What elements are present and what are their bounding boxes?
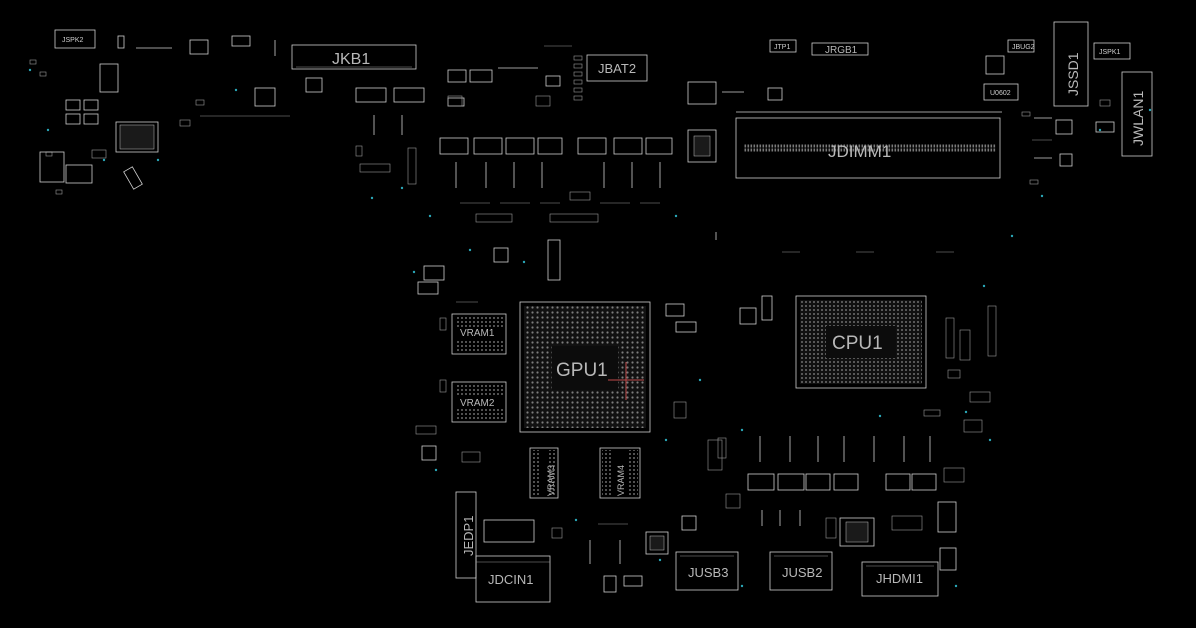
cpu1-chip: CPU1 — [795, 295, 927, 389]
vram4-label: VRAM4 — [616, 465, 626, 496]
vram3-chip: VRAM3 — [529, 447, 559, 499]
vram3-label: VRAM3 — [546, 465, 556, 496]
lower-left-parts — [483, 519, 643, 593]
jedp1-connector: JEDP1 — [455, 491, 477, 579]
via-dots — [28, 68, 1152, 588]
lower-choke-row — [707, 436, 965, 509]
jusb3-label: JUSB3 — [688, 565, 728, 580]
gpu-left-cluster — [415, 239, 561, 463]
gpu1-chip: GPU1 — [519, 301, 651, 433]
jkb1-connector: JKB1 — [291, 44, 417, 70]
upper-right-cluster: JBUG2 U0602 JSSD1 JSPK1 JWLAN1 — [983, 21, 1153, 185]
jbug2-label: JBUG2 — [1012, 44, 1035, 51]
jkb1-label: JKB1 — [332, 51, 370, 68]
top-left-cluster: JSPK2 — [29, 29, 323, 195]
jssd1-label: JSSD1 — [1065, 52, 1081, 96]
upper-choke-row — [439, 95, 673, 223]
jdimm1-slot: JDIMM1 — [735, 117, 1001, 179]
vram2-label: VRAM2 — [460, 398, 495, 409]
jspk1-label: JSPK1 — [1099, 49, 1121, 56]
jdimm1-label: JDIMM1 — [828, 142, 891, 161]
vram2-chip: VRAM2 — [451, 381, 507, 423]
jusb2-label: JUSB2 — [782, 565, 822, 580]
gpu-right-cluster — [665, 232, 954, 459]
jtp1-area: JTP1 JRGB1 — [687, 39, 1002, 163]
usb3-area: JUSB3 — [645, 515, 739, 591]
jrgb1-label: JRGB1 — [825, 45, 858, 56]
vram4-chip: VRAM4 — [599, 447, 641, 499]
vram1-chip: VRAM1 — [451, 313, 507, 355]
hdmi-area: JHDMI1 — [825, 501, 957, 597]
jkb1-area-parts — [355, 45, 572, 185]
jtp1-label: JTP1 — [774, 44, 790, 51]
jbat2-connector: JBAT2 — [573, 54, 648, 101]
jwlan1-label: JWLAN1 — [1130, 91, 1146, 146]
jspk2-label: JSPK2 — [62, 37, 84, 44]
u0602-label: U0602 — [990, 90, 1011, 97]
jhdmi1-label: JHDMI1 — [876, 571, 923, 586]
cpu1-label: CPU1 — [832, 333, 883, 354]
cpu-right-cluster — [923, 305, 997, 433]
jdcin1-connector: JDCIN1 — [475, 555, 551, 603]
usb2-area: JUSB2 — [761, 510, 833, 591]
jbat2-label: JBAT2 — [598, 61, 636, 76]
jdcin1-label: JDCIN1 — [488, 572, 534, 587]
vram1-label: VRAM1 — [460, 328, 495, 339]
gpu1-label: GPU1 — [556, 360, 608, 381]
jedp1-label: JEDP1 — [461, 516, 476, 556]
